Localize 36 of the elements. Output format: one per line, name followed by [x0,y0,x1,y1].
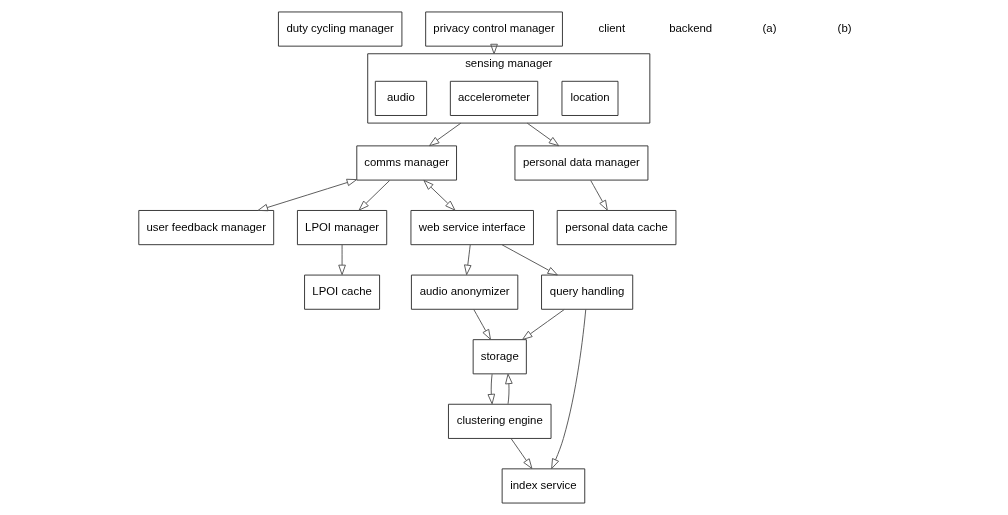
node-box: location [561,80,618,116]
node-box: storage [472,339,527,375]
node-box: LPOI manager [296,210,387,246]
node-box: user feedback manager [137,210,274,246]
arrow [504,373,513,405]
node-box: personal data cache [556,210,676,246]
arrow [489,43,498,55]
node-box: web service interface [409,210,534,246]
arrow [463,244,472,276]
arrow [422,179,455,211]
label: client [598,22,625,34]
arrow [472,309,491,340]
arrow [550,309,586,470]
label: backend [668,22,712,34]
node-box: audio [374,80,427,116]
arrow [501,244,558,276]
arrow [337,244,346,276]
node-box: personal data manager [513,145,648,181]
label: (a) [762,22,776,34]
arrow [257,178,357,212]
node-box: audio anonymizer [410,274,518,310]
arrow [589,179,608,211]
node-box: index service [501,468,585,504]
node-box: clustering engine [447,403,551,439]
node-box: query handling [540,274,633,310]
arrow [526,122,559,147]
arrow [358,179,390,211]
arrow [487,373,495,405]
node-box: LPOI cache [303,274,380,310]
node-box: comms manager [355,145,457,181]
node-box: duty cycling manager [277,11,402,47]
node-box: accelerometer [449,80,538,116]
arrow [428,122,461,147]
arrow [521,309,565,340]
label: (b) [837,22,852,34]
arrow [510,438,532,469]
